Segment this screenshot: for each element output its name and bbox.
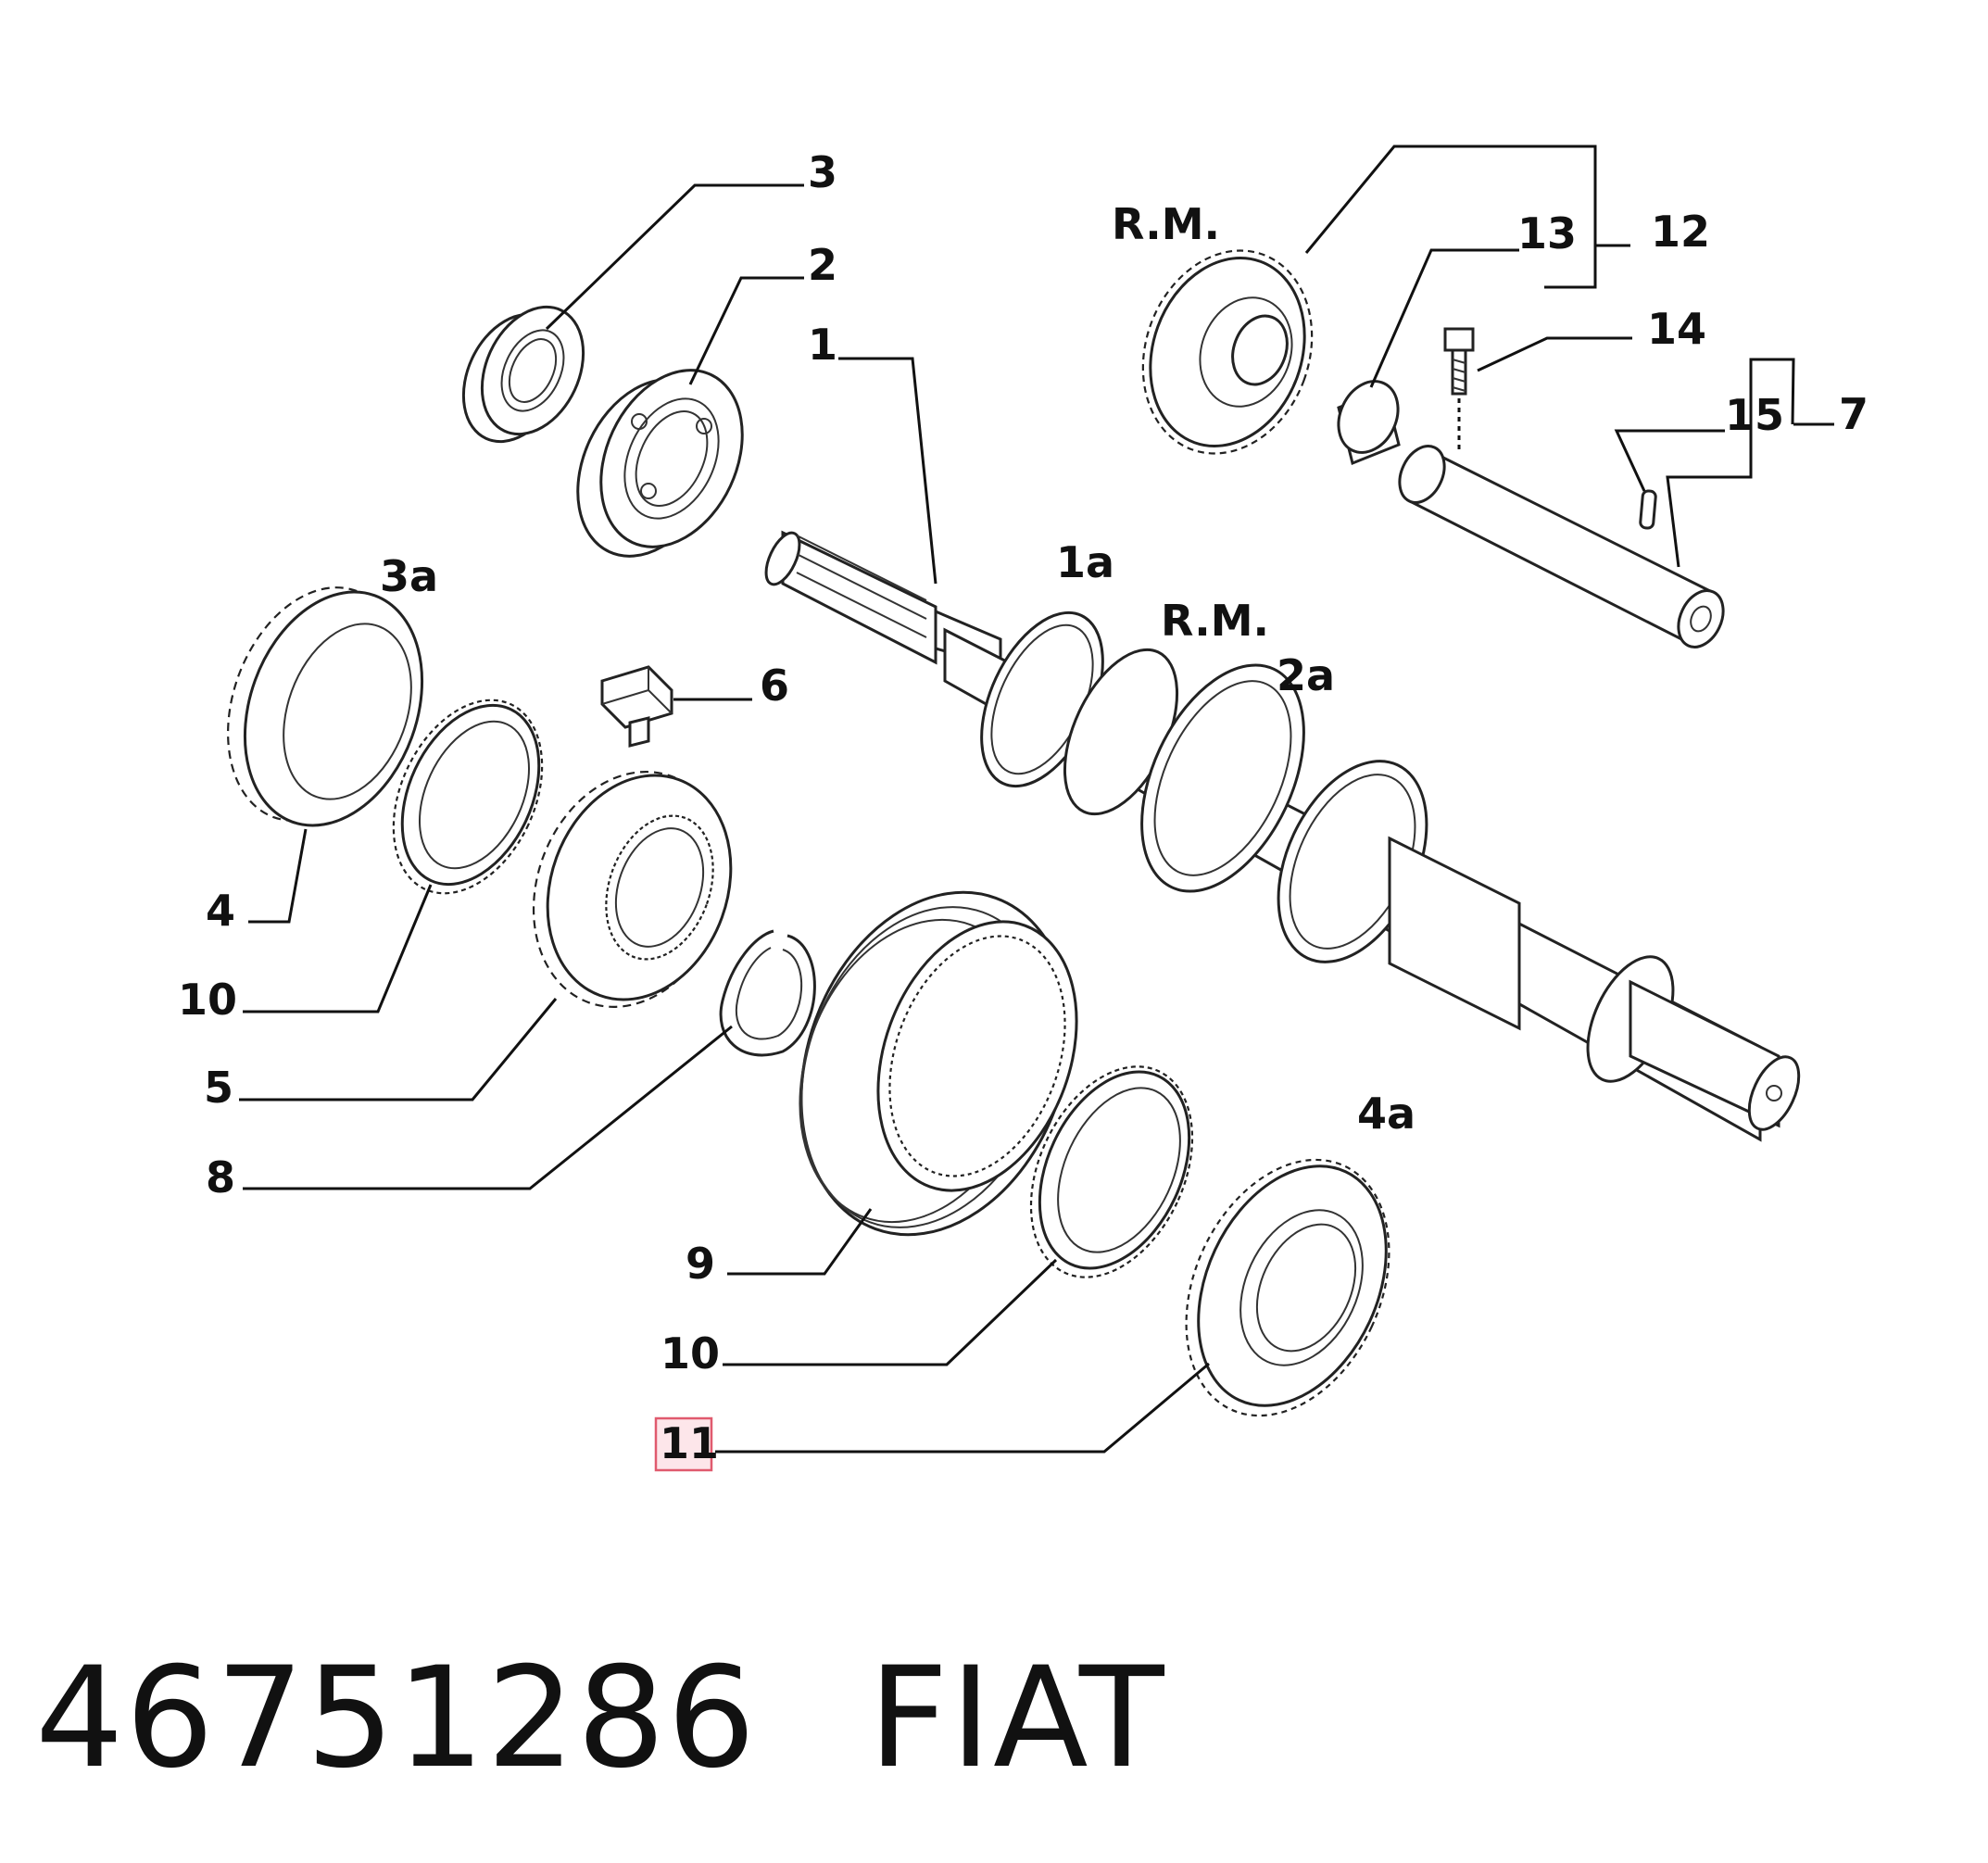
part-14-bolt: [1443, 327, 1475, 396]
callout-3: 3: [808, 147, 837, 197]
callout-labels: 3 2 1 1a R.M. 2a R.M. 13 12 14 15 7 3a 6…: [178, 147, 1868, 1472]
leader-2: [688, 276, 804, 385]
callout-4: 4: [206, 886, 235, 936]
callout-2a: 2a: [1277, 650, 1335, 700]
callout-7: 7: [1839, 389, 1868, 439]
leader-10-left: [243, 884, 433, 1013]
leader-5: [239, 998, 558, 1101]
part-number-caption: 46751286 FIAT: [35, 1638, 1166, 1799]
leader-7: [1666, 358, 1795, 568]
part-1-main-shaft: [764, 530, 1801, 1142]
part-rm-idler-gear: [1141, 249, 1314, 455]
callout-rm-shaft: R.M.: [1161, 596, 1269, 646]
part-8-snap-ring: [719, 929, 816, 1057]
callout-10-bottom: 10: [661, 1328, 720, 1378]
callout-11: 11: [660, 1418, 719, 1468]
callout-15: 15: [1725, 390, 1784, 440]
part-11-gear-4a: [1185, 1158, 1390, 1417]
leader-3: [545, 183, 804, 331]
part-4-gear-3a: [227, 586, 424, 827]
callout-4a: 4a: [1357, 1089, 1416, 1139]
leader-rm-top: [1304, 145, 1597, 289]
callout-6: 6: [760, 661, 789, 711]
part-3-bearing: [461, 305, 585, 444]
callout-8: 8: [206, 1152, 235, 1202]
leader-11: [715, 1362, 1210, 1454]
part-9-sleeve: [799, 890, 1078, 1237]
part-number: 46751286: [35, 1638, 758, 1799]
callout-rm-top: R.M.: [1112, 199, 1220, 249]
part-5-synchro-hub: [532, 771, 733, 1008]
leader-8: [243, 1025, 733, 1190]
callout-1a: 1a: [1056, 537, 1114, 587]
part-10-synchro-ring-bottom: [1029, 1065, 1194, 1278]
callout-11-highlight: [654, 1416, 713, 1472]
callout-9: 9: [686, 1239, 715, 1289]
leader-15: [1614, 429, 1725, 492]
callout-14: 14: [1647, 304, 1706, 354]
part-2-ball-bearing: [576, 369, 744, 558]
callout-5: 5: [204, 1063, 233, 1113]
leader-4: [248, 828, 308, 924]
part-15-roll-pin: [1639, 489, 1657, 530]
part-7-pin: [1398, 445, 1725, 648]
callout-12: 12: [1651, 207, 1710, 257]
callout-2: 2: [808, 240, 837, 290]
leader-14: [1477, 336, 1632, 372]
callout-13: 13: [1517, 208, 1577, 258]
leader-lines: [239, 145, 1834, 1454]
leader-9: [727, 1208, 873, 1276]
part-6-sliding-block: [600, 665, 673, 748]
callout-1: 1: [808, 320, 837, 370]
callout-3a: 3a: [380, 551, 438, 601]
leader-1: [838, 357, 937, 585]
leader-13: [1369, 248, 1519, 388]
part-10-synchro-ring-left: [392, 699, 544, 895]
callout-10-left: 10: [178, 975, 237, 1025]
part-13-bushing: [1337, 380, 1401, 466]
leader-10-bottom: [723, 1258, 1058, 1366]
brand-name: FIAT: [868, 1638, 1166, 1799]
